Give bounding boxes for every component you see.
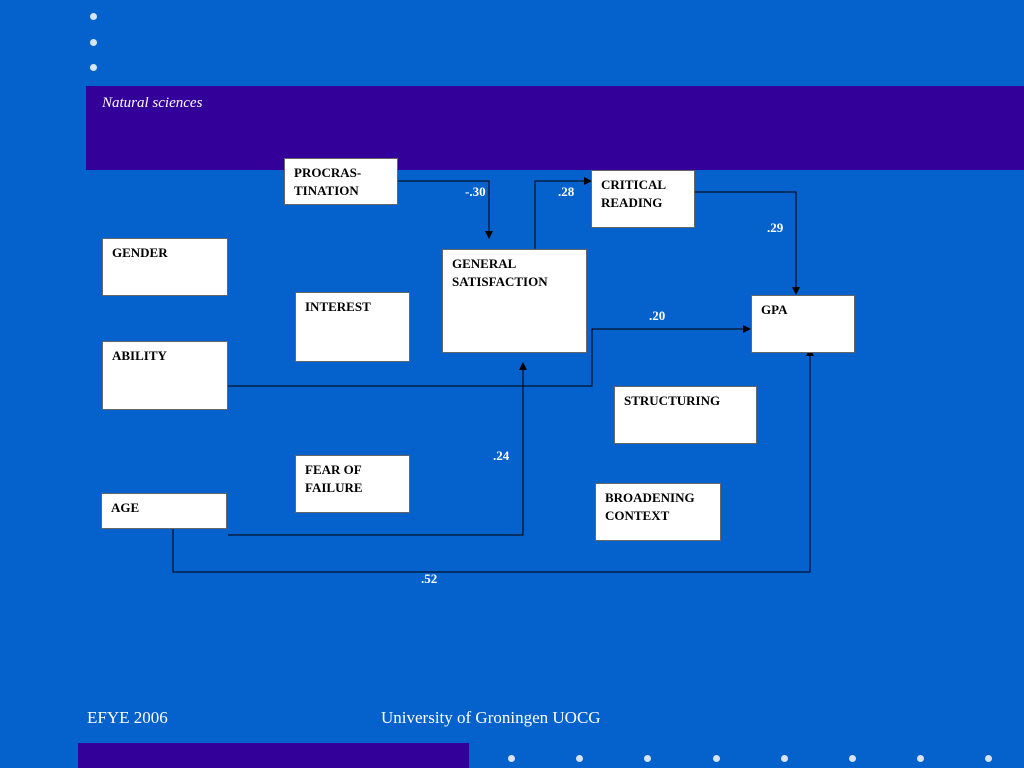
edge-age-gpa bbox=[172, 348, 814, 573]
title-band bbox=[86, 86, 1024, 170]
node-ability: ABILITY bbox=[102, 341, 228, 410]
decor-dot bbox=[849, 755, 856, 762]
node-age: AGE bbox=[101, 493, 227, 529]
edge-age-satisfaction bbox=[228, 362, 527, 536]
node-structuring: STRUCTURING bbox=[614, 386, 757, 444]
decor-dot bbox=[90, 64, 97, 71]
slide-subtitle: Natural sciences bbox=[102, 95, 203, 111]
decor-dot bbox=[917, 755, 924, 762]
footer-conference: EFYE 2006 bbox=[87, 708, 168, 727]
node-critical-reading: CRITICAL READING bbox=[591, 170, 695, 228]
edge-label-critical-reading-gpa: .29 bbox=[767, 220, 784, 235]
edge-label-ability-gpa: .20 bbox=[649, 308, 666, 323]
decor-dot bbox=[508, 755, 515, 762]
node-broadening-context: BROADENING CONTEXT bbox=[595, 483, 721, 541]
edge-label-procrastination-satisfaction: -.30 bbox=[465, 184, 486, 199]
edge-label-age-satisfaction: .24 bbox=[493, 448, 510, 463]
decor-dot bbox=[985, 755, 992, 762]
edge-label-satisfaction-critical-reading: .28 bbox=[558, 184, 575, 199]
node-gpa: GPA bbox=[751, 295, 855, 353]
edge-critical-reading-gpa bbox=[695, 191, 800, 295]
edge-procrastination-satisfaction bbox=[398, 180, 493, 239]
node-general-satisfaction: GENERAL SATISFACTION bbox=[442, 249, 587, 353]
node-interest: INTEREST bbox=[295, 292, 410, 362]
node-procrastination: PROCRAS- TINATION bbox=[284, 158, 398, 205]
footer-band bbox=[78, 743, 469, 768]
decor-dot bbox=[576, 755, 583, 762]
node-fear-of-failure: FEAR OF FAILURE bbox=[295, 455, 410, 513]
edge-satisfaction-critical-reading bbox=[534, 177, 592, 249]
edge-ability-gpa bbox=[228, 325, 751, 387]
decor-dot bbox=[90, 39, 97, 46]
decor-dot bbox=[713, 755, 720, 762]
node-gender: GENDER bbox=[102, 238, 228, 296]
footer-institution: University of Groningen UOCG bbox=[381, 708, 601, 727]
decor-dot bbox=[90, 13, 97, 20]
decor-dot bbox=[644, 755, 651, 762]
decor-dot bbox=[781, 755, 788, 762]
edge-label-age-gpa: .52 bbox=[421, 571, 438, 586]
